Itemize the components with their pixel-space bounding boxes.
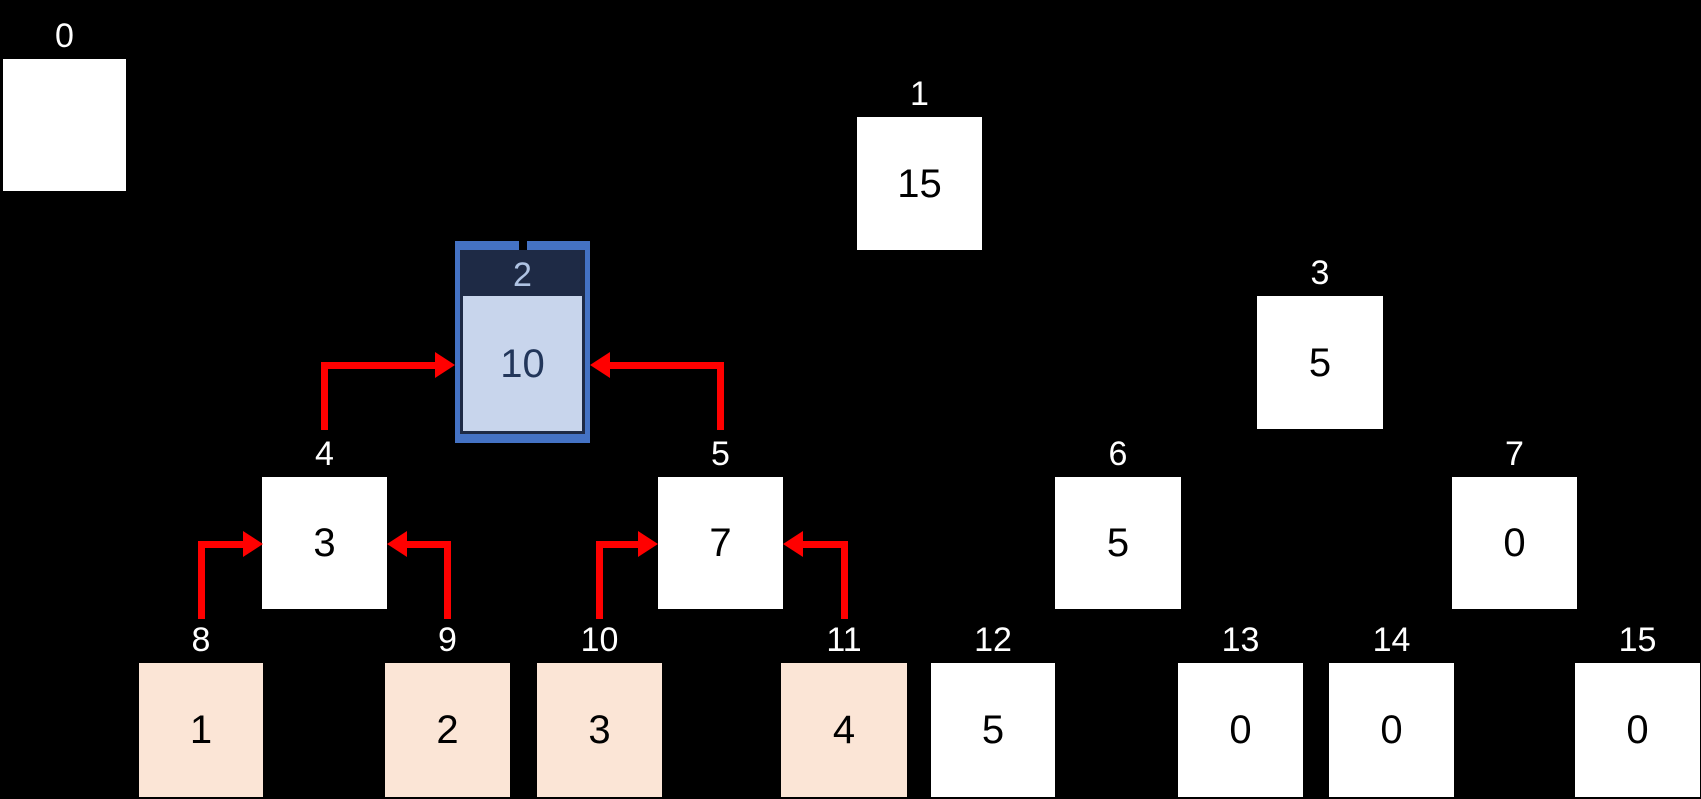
tree-node-7: 7 0	[1452, 437, 1577, 609]
node-index-label: 4	[315, 435, 334, 473]
node-value: 4	[832, 708, 856, 752]
arrow-head-right-icon	[435, 352, 455, 378]
node-body: 2 10	[460, 250, 585, 434]
node-index-label: 8	[191, 621, 211, 659]
tree-node-11: 11 4	[781, 623, 907, 797]
node-value: 0	[1229, 708, 1252, 752]
arrow-vertical-segment	[841, 541, 848, 619]
node-value: 5	[1106, 521, 1130, 565]
arrow-horizontal-segment	[407, 541, 451, 548]
selection-notch	[518, 238, 527, 251]
arrow-head-right-icon	[243, 531, 263, 557]
arrow-horizontal-segment	[198, 541, 243, 548]
tree-node-9: 9 2	[385, 623, 510, 797]
tree-node-3: 3 5	[1257, 256, 1383, 429]
node-index-label: 0	[55, 17, 74, 55]
arrow-vertical-segment	[321, 362, 328, 430]
node-index-label: 7	[1505, 435, 1524, 473]
tree-node-4: 4 3	[262, 437, 387, 609]
node-index-label: 12	[974, 621, 1012, 659]
node-index-label: 6	[1108, 435, 1128, 473]
tree-node-10: 10 3	[537, 623, 662, 797]
arrow-horizontal-segment	[610, 362, 724, 369]
node-index-label: 5	[711, 435, 730, 473]
arrow-vertical-segment	[198, 541, 205, 619]
node-index-label: 1	[910, 75, 929, 113]
tree-node-6: 6 5	[1055, 437, 1181, 609]
tree-node-5: 5 7	[658, 437, 783, 609]
node-value: 2	[436, 708, 459, 752]
node-value: 7	[709, 521, 732, 565]
tree-node-15: 15 0	[1575, 623, 1700, 797]
arrow-vertical-segment	[717, 362, 724, 430]
arrow-horizontal-segment	[321, 362, 435, 369]
arrow-horizontal-segment	[803, 541, 848, 548]
arrow-head-left-icon	[387, 531, 407, 557]
node-value: 5	[981, 708, 1005, 752]
tree-node-12: 12 5	[931, 623, 1055, 797]
node-index-label: 2	[463, 253, 582, 296]
tree-node-14: 14 0	[1329, 623, 1454, 797]
node-index-label: 11	[826, 621, 862, 659]
arrow-horizontal-segment	[596, 541, 638, 548]
tree-node-1: 1 15	[857, 77, 982, 250]
arrow-head-left-icon	[783, 531, 803, 557]
node-index-label: 13	[1221, 621, 1260, 659]
node-value: 5	[1308, 340, 1332, 385]
tree-node-2-selected: 2 10	[455, 238, 590, 443]
node-value: 3	[588, 708, 611, 752]
node-index-label: 15	[1618, 621, 1657, 659]
arrow-vertical-segment	[444, 541, 451, 619]
node-index-label: 14	[1372, 621, 1411, 659]
tree-node-8: 8 1	[139, 623, 263, 797]
node-index-label: 10	[580, 621, 619, 659]
arrow-head-left-icon	[590, 352, 610, 378]
node-value: 1	[189, 708, 213, 752]
node-value: 0	[1380, 708, 1403, 752]
node-value: 3	[313, 521, 336, 565]
node-index-label: 3	[1310, 254, 1330, 292]
node-value: 0	[1503, 521, 1526, 565]
arrow-head-right-icon	[638, 531, 658, 557]
tree-node-0: 0	[3, 19, 126, 191]
node-value: 15	[897, 161, 942, 206]
node-value: 10	[500, 341, 545, 386]
tree-node-13: 13 0	[1178, 623, 1303, 797]
arrow-vertical-segment	[596, 541, 603, 619]
node-value: 0	[1626, 708, 1649, 752]
node-index-label: 9	[438, 621, 457, 659]
